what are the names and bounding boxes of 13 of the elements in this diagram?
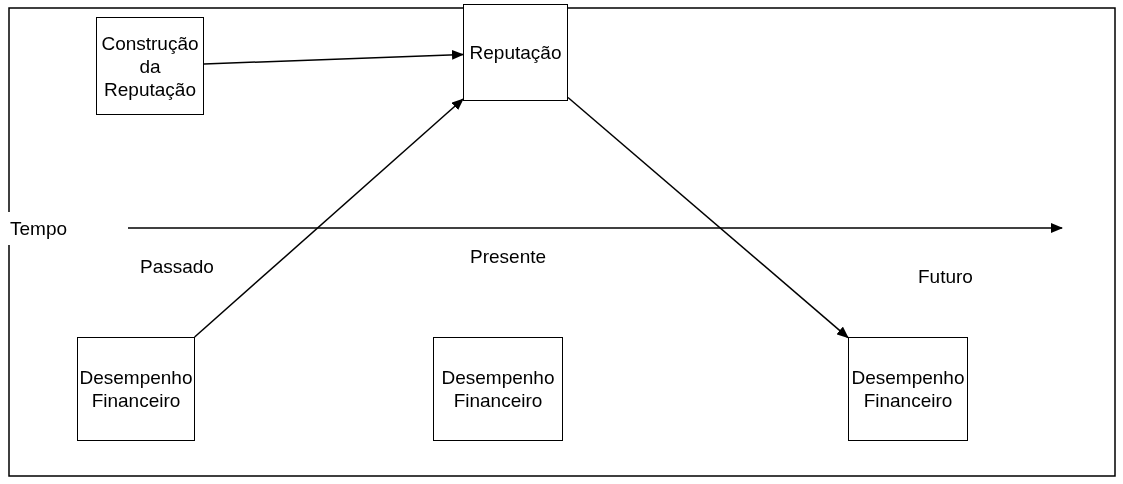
node-text: Desempenho Financeiro	[850, 366, 966, 412]
process-box	[77, 337, 195, 441]
process-box	[433, 337, 563, 441]
node-text: Desempenho Financeiro	[78, 366, 194, 412]
process-box	[463, 4, 568, 101]
process-box	[96, 17, 204, 115]
process-box	[848, 337, 968, 441]
node-text: Reputação	[469, 41, 562, 64]
arrow	[193, 98, 464, 338]
node-text: Desempenho Financeiro	[440, 366, 556, 412]
arrow	[203, 49, 464, 65]
arrow	[567, 96, 849, 339]
node-text: Construção da Reputação	[100, 31, 200, 101]
